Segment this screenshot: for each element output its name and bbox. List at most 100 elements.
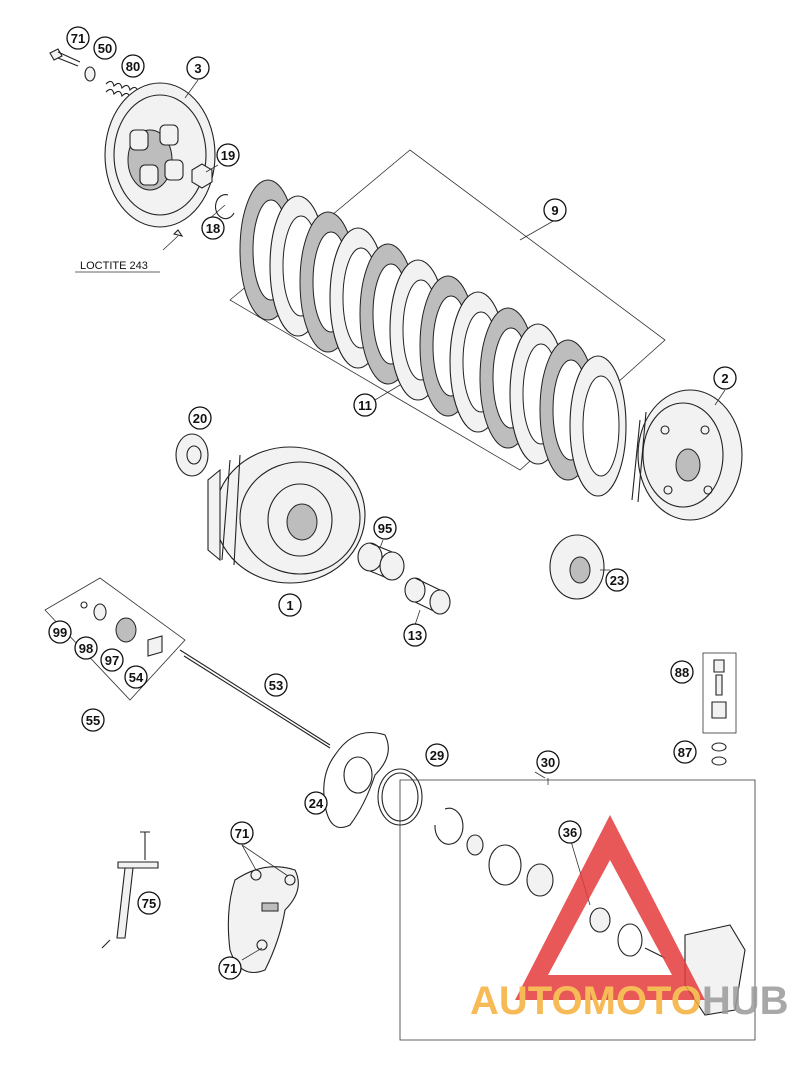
callout-number: 18 [206,221,220,236]
callout-circle [264,673,288,697]
callout-group: 71 50 80 3 19 18 9 11 2 20 1 95 13 23 99 98 97 54 55 53 88 87… [48,26,737,980]
callout-circle [373,516,397,540]
callout-circle [201,216,225,240]
callout-circle [218,956,242,980]
callout-number: 71 [223,961,237,976]
callout-circle [81,708,105,732]
callout-number: 95 [378,521,392,536]
callout-circle [403,623,427,647]
callout-98: 98 [74,636,98,660]
washer-50 [84,66,96,82]
inner-hub-2 [631,389,743,521]
callout-number: 2 [721,371,728,386]
callout-circle [670,660,694,684]
callout-circle [66,26,90,50]
callout-number: 71 [71,31,85,46]
callout-circle [124,665,148,689]
callout-55: 55 [81,708,105,732]
callout-80: 80 [121,54,145,78]
callout-circle [93,36,117,60]
callout-circle [304,791,328,815]
callout-circle [713,366,737,390]
callout-97: 97 [100,648,124,672]
callout-3: 3 [186,56,210,80]
clutch-plates-stack [229,149,666,497]
callout-number: 55 [86,713,100,728]
clutch-basket-1 [207,446,366,584]
thrust-washer-20 [175,433,209,477]
callout-20: 20 [188,406,212,430]
callout-71: 71 [218,956,242,980]
callout-71: 71 [230,821,254,845]
callout-75: 75 [137,891,161,915]
lock-washer-18 [214,194,235,220]
callout-circle [605,568,629,592]
loctite-note: LOCTITE 243 [75,260,160,273]
callout-number: 80 [126,59,140,74]
callout-number: 11 [358,398,372,413]
callout-number: 75 [142,896,156,911]
callout-number: 71 [235,826,249,841]
callout-95: 95 [373,516,397,540]
callout-number: 36 [563,825,577,840]
callout-number: 1 [286,598,293,613]
callout-number: 88 [675,665,689,680]
callout-circle [353,393,377,417]
callout-30: 30 [536,750,560,774]
push-rod-kit-55 [44,577,186,701]
callout-circle [558,820,582,844]
callout-circle [543,198,567,222]
callout-71: 71 [66,26,90,50]
callout-circle [121,54,145,78]
callout-number: 24 [309,796,324,811]
syringe-75 [101,831,159,949]
callout-circle [186,56,210,80]
callout-1: 1 [278,593,302,617]
callout-50: 50 [93,36,117,60]
callout-circle [216,143,240,167]
callout-2: 2 [713,366,737,390]
callout-9: 9 [543,198,567,222]
callout-36: 36 [558,820,582,844]
callout-number: 23 [610,573,624,588]
callout-number: 53 [269,678,283,693]
callout-number: 87 [678,745,692,760]
callout-number: 99 [53,625,67,640]
callout-number: 30 [541,755,555,770]
callout-number: 13 [408,628,422,643]
callout-99: 99 [48,620,72,644]
bolt-71 [49,48,81,67]
callout-13: 13 [403,623,427,647]
slave-cylinder-assembly-30 [399,779,756,1041]
callout-number: 3 [194,61,201,76]
callout-number: 97 [105,653,119,668]
callout-29: 29 [425,743,449,767]
bushing-13 [404,577,451,615]
callout-circle [230,821,254,845]
leader-lines [162,79,726,961]
callout-54: 54 [124,665,148,689]
clutch-cover-part [227,866,299,974]
callout-circle [425,743,449,767]
watermark-logo-icon [515,815,705,1000]
watermark-text-part1: AUTOMOTO [470,979,702,1023]
push-rod-53 [179,649,331,749]
callout-circle [100,648,124,672]
callout-11: 11 [353,393,377,417]
pressure-plate-3 [104,82,216,228]
callout-88: 88 [670,660,694,684]
plate-inner-ring [582,375,620,477]
watermark-text-part2: HUB [702,979,789,1023]
washers-87 [711,742,727,766]
callout-number: 20 [193,411,207,426]
callout-19: 19 [216,143,240,167]
key-part [172,229,184,237]
callout-87: 87 [673,740,697,764]
callout-circle [48,620,72,644]
callout-circle [673,740,697,764]
callout-number: 98 [79,641,93,656]
callout-number: 29 [430,748,444,763]
nut-19 [191,163,213,189]
callout-number: 19 [221,148,235,163]
